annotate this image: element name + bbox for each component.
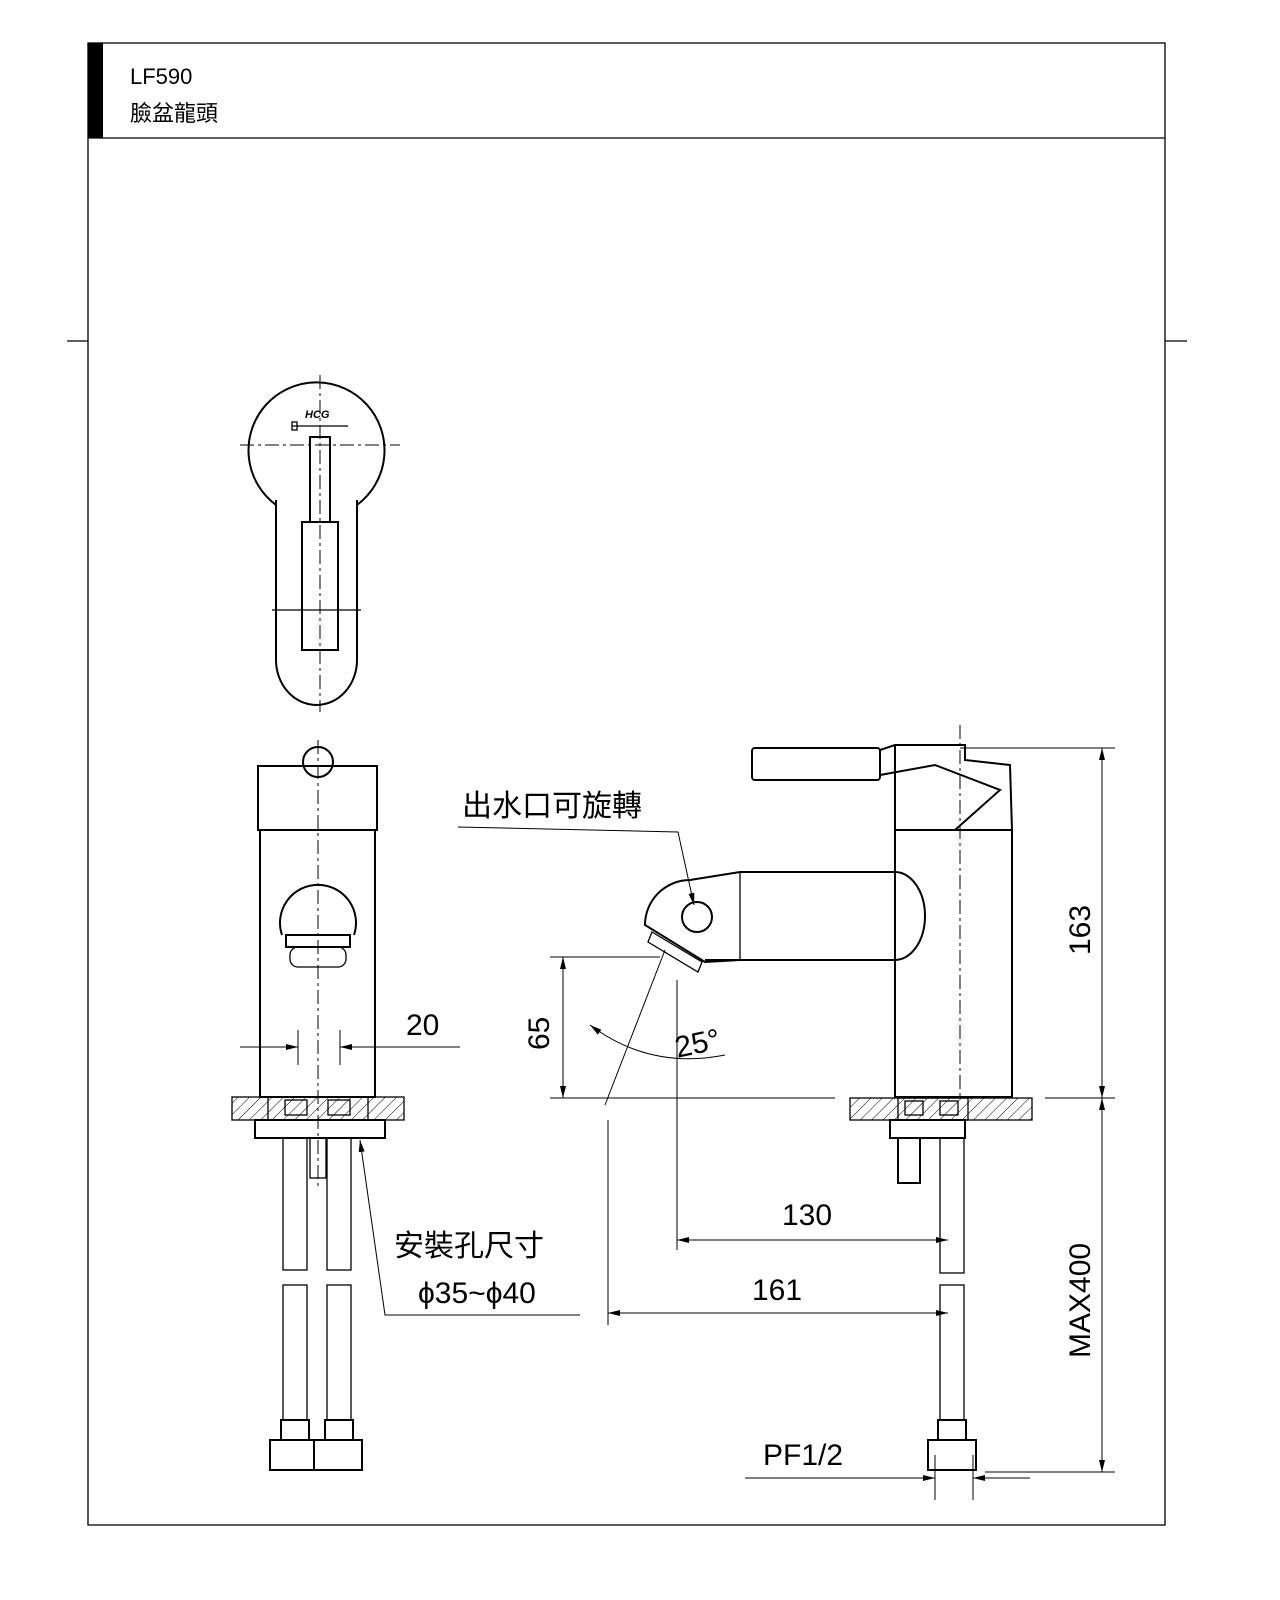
dim-thread: PF1/2 [763,1439,843,1472]
spout-rotatable-label: 出水口可旋轉 [462,790,642,823]
angle-label: 25° [672,1023,723,1065]
side-view [457,725,1115,1500]
dim-hose-spacing: 20 [406,1009,439,1042]
model-number: LF590 [130,64,192,89]
hcg-logo: HCG [305,409,330,421]
install-hole-label: 安裝孔尺寸 [394,1230,544,1263]
install-hole-size: ϕ35~ϕ40 [418,1277,536,1310]
drawing-frame [67,42,1187,1526]
dim-hose-length: MAX400 [1064,1243,1097,1358]
top-view: HCG [240,375,400,712]
dim-reach-161: 161 [752,1274,802,1307]
dim-reach-130: 130 [782,1199,832,1232]
dim-spout-height: 65 [523,1017,556,1050]
dim-total-height: 163 [1064,905,1097,955]
product-name: 臉盆龍頭 [130,101,218,126]
front-view [231,740,580,1471]
